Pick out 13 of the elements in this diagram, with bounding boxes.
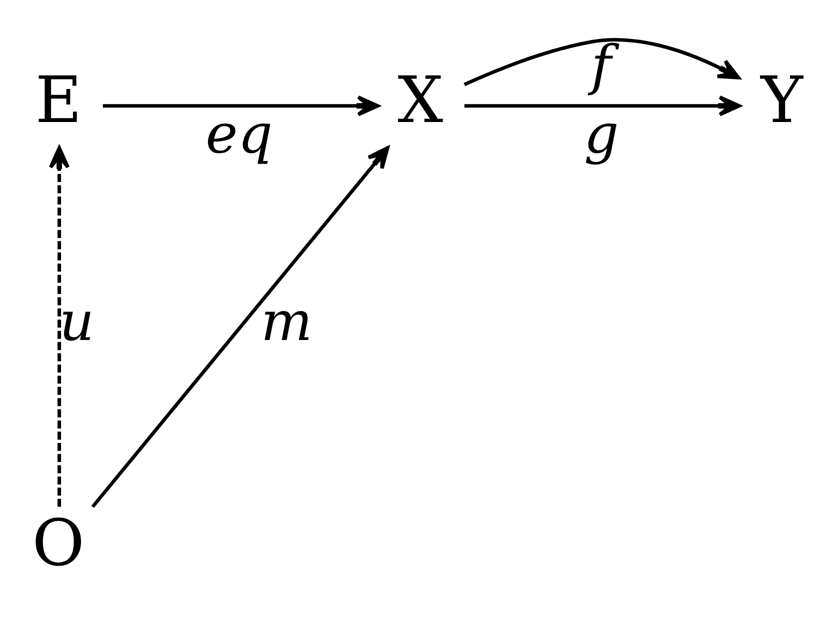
edge-label: g xyxy=(584,102,619,166)
node-text: Y xyxy=(760,64,803,138)
arrow xyxy=(102,96,380,116)
edge-label: m xyxy=(260,290,312,353)
edge-label: eq xyxy=(206,102,273,166)
edge-label: u xyxy=(59,290,94,353)
node-text: O xyxy=(32,507,85,582)
arrow xyxy=(464,38,740,86)
arrow xyxy=(464,96,741,116)
node-text: X xyxy=(398,64,444,138)
node-text: E xyxy=(35,64,82,138)
arrow xyxy=(91,146,390,508)
arrow xyxy=(48,146,70,507)
